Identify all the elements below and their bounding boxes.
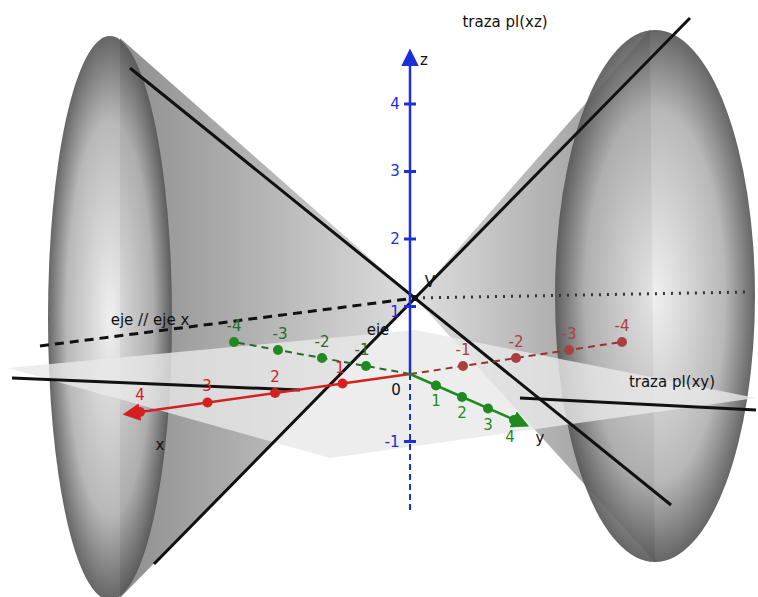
tick-number: 1 [390, 305, 400, 320]
tick-number: 4 [505, 430, 515, 445]
x-points [458, 337, 627, 371]
tick-number: 1 [335, 361, 345, 376]
x-axis [126, 374, 410, 414]
tick-number: 4 [390, 97, 400, 112]
tick-number: 2 [390, 232, 400, 247]
tick-number: -1 [456, 343, 471, 358]
axis-name: z [420, 53, 428, 68]
axis-label: eje // eje x [111, 313, 190, 328]
axis-name: y [536, 431, 545, 446]
tick-number: -2 [509, 335, 524, 350]
axis-name: x [156, 438, 165, 453]
plane-xy [8, 330, 756, 458]
origin-label: 0 [391, 383, 401, 398]
cone-axis [415, 292, 748, 298]
y-axis [410, 374, 526, 425]
cone-axis [40, 298, 415, 346]
trace-xz [130, 68, 671, 505]
tick-number: -2 [315, 335, 330, 350]
tick-number: -4 [615, 319, 630, 334]
trace-xz [154, 18, 690, 564]
axis-label: eje [367, 323, 390, 338]
trace-label: traza pl(xz) [462, 15, 547, 30]
tick-number: 3 [390, 164, 400, 179]
tick-number: -1 [355, 343, 370, 358]
trace-xy [12, 378, 300, 390]
tick-number: 3 [483, 418, 493, 433]
tick-number: -1 [385, 435, 400, 450]
tick-number: 2 [457, 406, 467, 421]
trace-xy [520, 398, 756, 410]
tick-number: -3 [273, 327, 288, 342]
tick-number: 2 [270, 370, 280, 385]
y-points [229, 337, 519, 425]
cone-base [555, 30, 755, 562]
x-points [135, 379, 348, 418]
trace-label: traza pl(xy) [629, 375, 715, 390]
vertex-point [412, 295, 418, 301]
tick-number: 4 [135, 388, 145, 403]
vertex-label: V [425, 275, 435, 290]
tick-number: 3 [202, 379, 212, 394]
z-axis [409, 52, 412, 374]
tick-number: 1 [431, 394, 441, 409]
tick-number: -4 [227, 319, 242, 334]
tick-number: -3 [562, 327, 577, 342]
z-ticks [404, 104, 416, 442]
